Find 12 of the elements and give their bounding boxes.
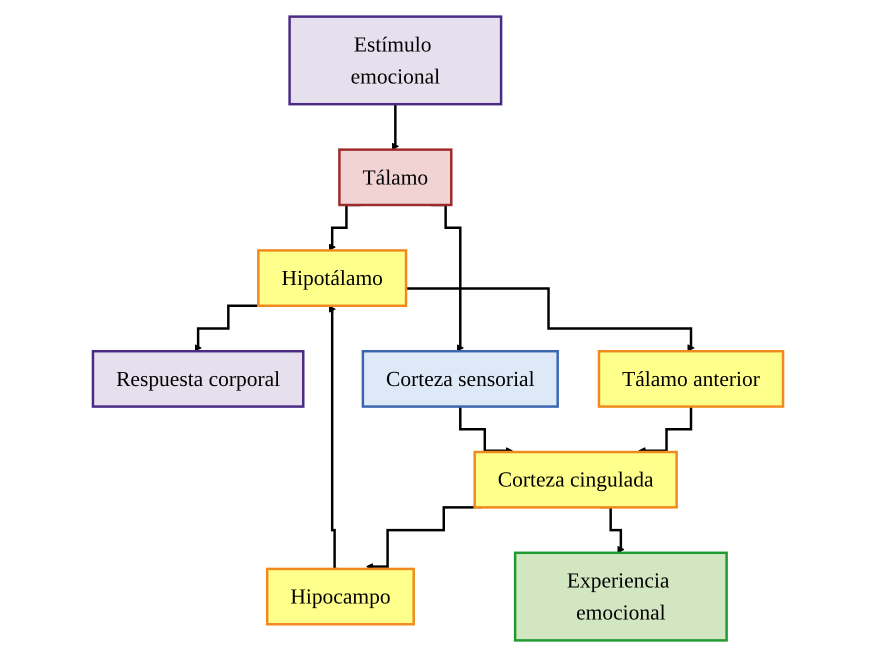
arrow (392, 102, 399, 150)
node-box: Hipocampo (266, 568, 415, 626)
node-box: Estímulo emocional (288, 15, 502, 106)
node-box: Corteza cingulada (473, 450, 678, 509)
node-box: Corteza sensorial (362, 350, 559, 408)
arrow (406, 287, 695, 352)
node-box: Experiencia emocional (514, 552, 728, 642)
node-box: Respuesta corporal (92, 350, 304, 408)
node-box: Tálamo (338, 148, 453, 206)
node-box: Hipotálamo (257, 249, 408, 308)
node-box: Tálamo anterior (598, 350, 784, 408)
arrow (194, 304, 259, 352)
